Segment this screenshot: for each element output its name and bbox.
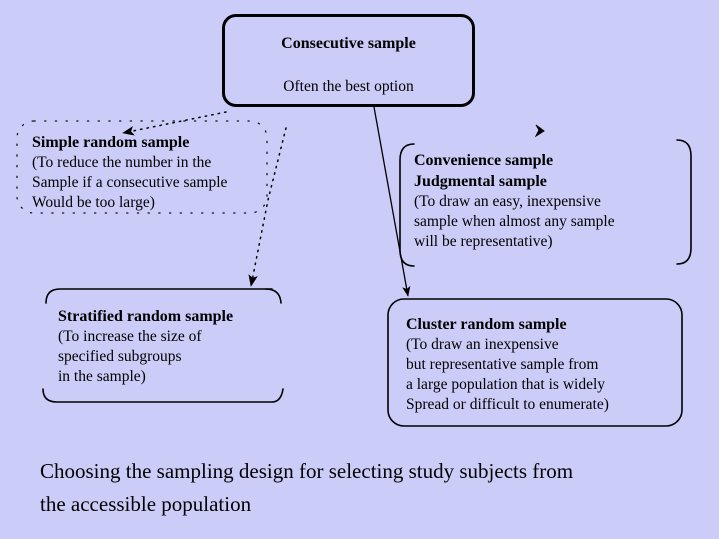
node-convenience-sample-line-3: will be representative)	[414, 233, 553, 250]
diagram-caption-line-1: Choosing the sampling design for selecti…	[40, 459, 574, 483]
node-stratified-random-sample-title: Stratified random sample	[58, 308, 234, 325]
node-convenience-sample-title: Convenience sample	[414, 152, 554, 169]
node-simple-random-sample-title: Simple random sample	[32, 134, 190, 151]
node-cluster-random-sample-line-4: Spread or difficult to enumerate)	[406, 396, 609, 413]
node-convenience-sample[interactable]: Convenience sample Judgmental sample (To…	[398, 142, 693, 267]
node-cluster-random-sample-title: Cluster random sample	[406, 316, 567, 333]
node-stratified-random-sample-line-2: specified subgroups	[58, 348, 182, 365]
diagram-caption: Choosing the sampling design for selecti…	[40, 455, 680, 521]
diagram-caption-line-2: the accessible population	[40, 492, 252, 516]
node-cluster-random-sample-line-1: (To draw an inexpensive	[406, 336, 559, 353]
pointer-arrowhead-to-convenience	[534, 124, 545, 138]
node-simple-random-sample-line-1: (To reduce the number in the	[32, 154, 212, 171]
node-judgmental-sample-title: Judgmental sample	[414, 173, 547, 190]
node-consecutive-sample-title: Consecutive sample	[281, 35, 416, 52]
node-simple-random-sample-line-3: Would be too large)	[32, 194, 155, 211]
node-cluster-random-sample[interactable]: Cluster random sample (To draw an inexpe…	[386, 296, 684, 426]
node-convenience-sample-line-2: sample when almost any sample	[414, 213, 615, 230]
node-stratified-random-sample-line-1: (To increase the size of	[58, 328, 202, 345]
node-consecutive-sample[interactable]: Consecutive sample Often the best option	[222, 14, 475, 107]
node-consecutive-sample-line-1: Often the best option	[283, 78, 414, 95]
node-simple-random-sample[interactable]: Simple random sample (To reduce the numb…	[16, 120, 268, 214]
node-stratified-random-sample[interactable]: Stratified random sample (To increase th…	[40, 288, 280, 404]
node-cluster-random-sample-line-2: but representative sample from	[406, 356, 599, 373]
node-stratified-random-sample-line-3: in the sample)	[58, 368, 146, 385]
node-cluster-random-sample-line-3: a large population that is widely	[406, 376, 606, 393]
node-convenience-sample-line-1: (To draw an easy, inexpensive	[414, 193, 601, 210]
node-simple-random-sample-line-2: Sample if a consecutive sample	[32, 174, 228, 191]
